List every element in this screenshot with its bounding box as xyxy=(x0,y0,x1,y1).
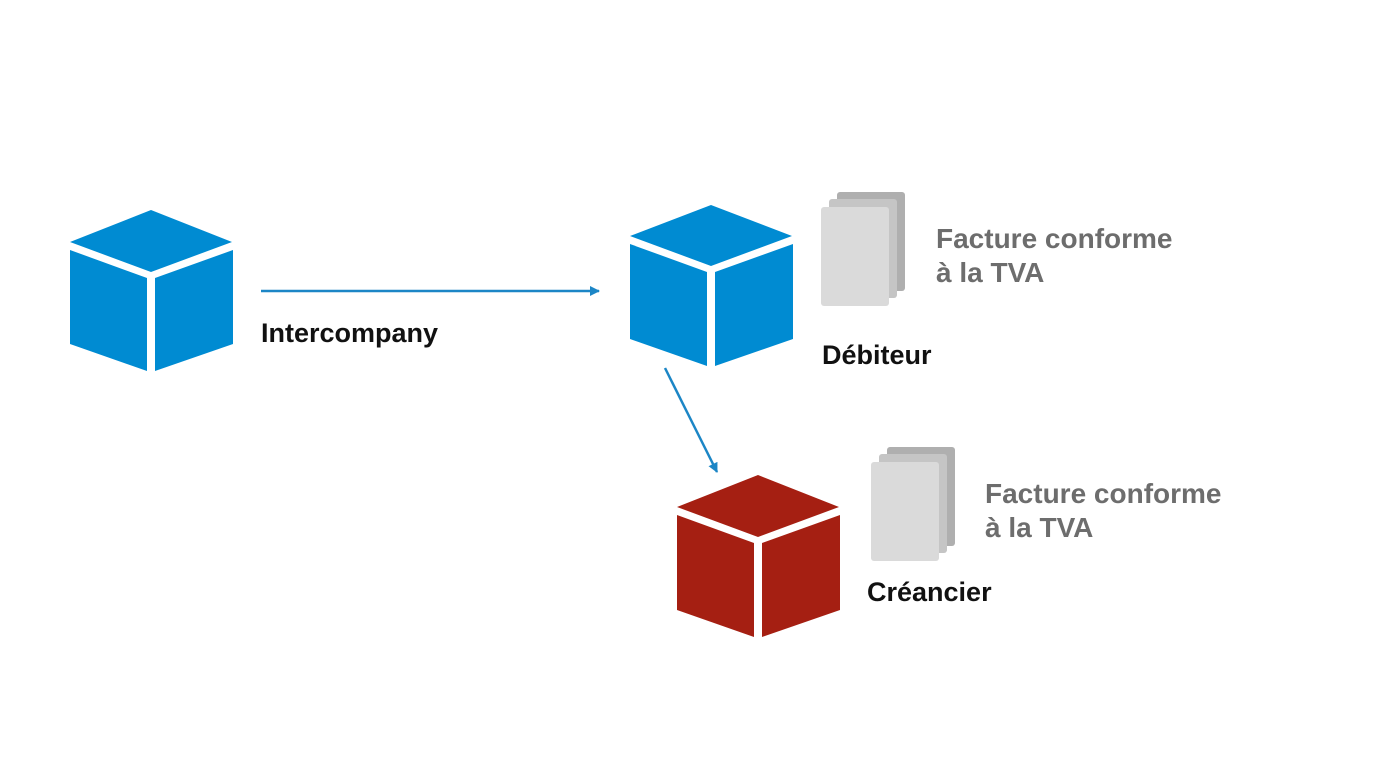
node-label-intercompany: Intercompany xyxy=(261,318,438,348)
doc-caption-line1: Facture conforme xyxy=(936,223,1173,254)
node-debiteur[interactable]: Débiteur Facture conforme à la TVA xyxy=(630,192,1173,370)
edge-debiteur-to-creancier xyxy=(663,367,719,473)
cube-icon xyxy=(630,205,793,366)
node-label-debiteur: Débiteur xyxy=(822,340,932,370)
doc-caption-line1: Facture conforme xyxy=(985,478,1222,509)
node-intercompany[interactable]: Intercompany xyxy=(70,210,438,371)
cube-icon xyxy=(70,210,233,371)
doc-caption-line2: à la TVA xyxy=(936,257,1044,288)
document-stack-icon xyxy=(871,447,955,561)
doc-caption-line2: à la TVA xyxy=(985,512,1093,543)
node-label-creancier: Créancier xyxy=(867,577,992,607)
document-stack-icon xyxy=(821,192,905,306)
node-creancier[interactable]: Créancier Facture conforme à la TVA xyxy=(677,447,1222,637)
cube-icon xyxy=(677,475,840,637)
